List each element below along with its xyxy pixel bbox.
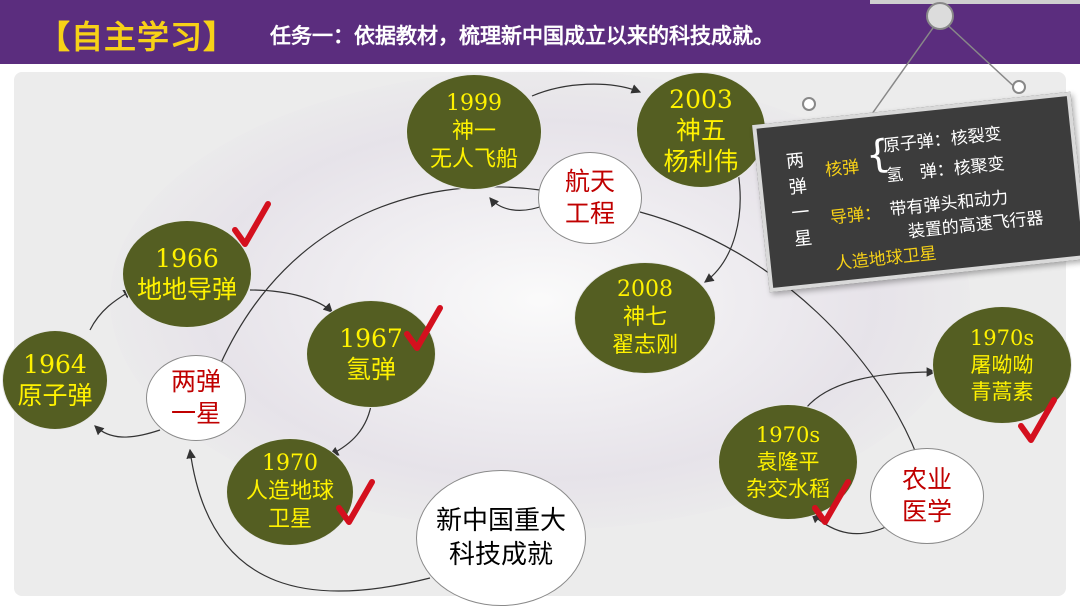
node-2008-shenzhou7: 2008 神七 翟志刚 xyxy=(574,262,716,374)
connector-hangtian-nongye xyxy=(639,211,920,460)
label-tu: 屠呦呦 青蒿素 xyxy=(970,352,1034,404)
category-hangtian-node: 航天 工程 xyxy=(538,152,642,244)
card-left-label: 两 弹 一 星 xyxy=(785,150,814,251)
label-1966: 地地导弹 xyxy=(136,275,237,304)
section-title: 【自主学习】 xyxy=(38,18,237,56)
node-1999-shenzhou1: 1999 神一 无人飞船 xyxy=(406,74,542,190)
year-2003: 2003 xyxy=(669,84,733,114)
center-label: 新中国重大 科技成就 xyxy=(435,506,566,570)
connector-nongye-rice xyxy=(811,513,891,535)
connector-1967-1970 xyxy=(328,399,373,456)
hanger-right xyxy=(939,17,1021,93)
definition-card: 两 弹 一 星 核弹 { 原子弹：核裂变 氢 弹：核聚变 导弹： 带有弹头和动力… xyxy=(752,91,1080,293)
check-icon xyxy=(1018,397,1057,443)
connector-center-liangdan xyxy=(186,448,431,592)
connector-1966-1967 xyxy=(249,289,333,313)
header-strip xyxy=(870,0,1080,4)
year-1964: 1964 xyxy=(23,350,87,379)
card-daodan: 导弹： xyxy=(829,203,883,229)
check-icon xyxy=(404,305,443,351)
center-node: 新中国重大 科技成就 xyxy=(416,470,586,606)
card-weixing: 人造地球卫星 xyxy=(834,243,938,275)
task-text: 任务一：依据教材，梳理新中国成立以来的科技成就。 xyxy=(270,24,774,48)
label-1967: 氢弹 xyxy=(345,355,396,384)
year-2008: 2008 xyxy=(616,277,673,302)
hanger-hole-right xyxy=(1012,80,1026,94)
header-bar: 【自主学习】 任务一：依据教材，梳理新中国成立以来的科技成就。 xyxy=(0,0,1080,64)
category-nongye-label: 农业 医学 xyxy=(901,465,952,526)
check-icon xyxy=(812,479,851,525)
hanger-left xyxy=(861,17,941,129)
connector-2003-2008 xyxy=(704,171,741,283)
connector-1999-2003 xyxy=(531,83,642,97)
label-1970: 人造地球 卫星 xyxy=(245,479,334,532)
connector-1964-1966 xyxy=(89,289,134,331)
hanger-pin xyxy=(926,2,954,30)
node-1970-satellite: 1970 人造地球 卫星 xyxy=(226,438,354,546)
year-tu: 1970s xyxy=(969,325,1035,350)
year-1966: 1966 xyxy=(155,244,219,273)
year-rice: 1970s xyxy=(755,422,821,447)
connector-hangtian-1999 xyxy=(489,197,546,211)
label-2008: 神七 翟志刚 xyxy=(611,305,678,358)
year-1999: 1999 xyxy=(445,91,502,116)
label-2003: 神五 杨利伟 xyxy=(663,115,739,176)
year-1970: 1970 xyxy=(261,451,318,476)
category-nongye-node: 农业 医学 xyxy=(870,448,984,544)
category-liangdan-label: 两弹 一星 xyxy=(170,367,221,428)
label-rice: 袁隆平 杂交水稻 xyxy=(746,449,830,501)
label-1999: 神一 无人飞船 xyxy=(429,119,518,172)
check-icon xyxy=(336,479,375,525)
label-1964: 原子弹 xyxy=(17,381,93,410)
card-hedan: 核弹 xyxy=(824,157,861,181)
check-icon xyxy=(232,201,271,247)
category-hangtian-label: 航天 工程 xyxy=(564,167,615,228)
hanger-hole-left xyxy=(802,97,816,111)
connector-liangdan-1964 xyxy=(94,425,161,438)
card-qingdan: 氢 弹：核聚变 xyxy=(885,154,1006,187)
connector-rice-tu xyxy=(805,367,937,409)
year-1967: 1967 xyxy=(339,324,403,353)
category-liangdan-node: 两弹 一星 xyxy=(146,355,246,441)
